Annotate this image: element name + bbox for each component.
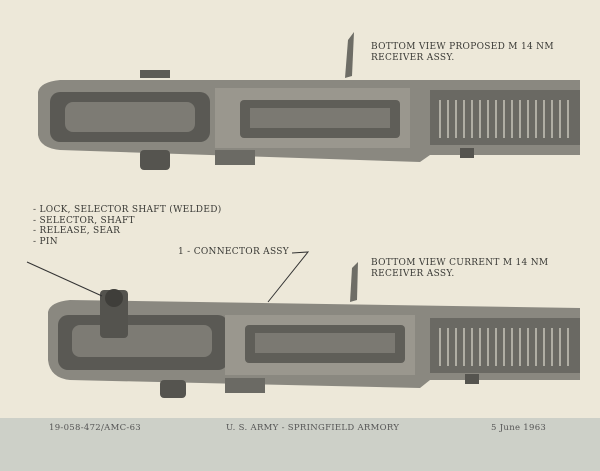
- parts-list: - LOCK, SELECTOR SHAFT (WELDED) - SELECT…: [33, 205, 222, 247]
- bottom-caption-line1: BOTTOM VIEW CURRENT M 14 NM: [371, 258, 549, 268]
- parts-list-item: - RELEASE, SEAR: [33, 226, 121, 236]
- connector-leader-line: [267, 251, 310, 303]
- top-caption-line1: BOTTOM VIEW PROPOSED M 14 NM: [371, 42, 554, 52]
- connector-label: 1 - CONNECTOR ASSY: [178, 247, 289, 257]
- bottom-caption: BOTTOM VIEW CURRENT M 14 NM RECEIVER ASS…: [371, 258, 548, 280]
- parts-list-item: - PIN: [33, 236, 58, 247]
- photograph: BOTTOM VIEW PROPOSED M 14 NM RECEIVER AS…: [26, 32, 580, 398]
- footer-reference: 19-058-472/AMC-63: [49, 423, 142, 433]
- bottom-caption-line2: RECEIVER ASSY.: [371, 269, 455, 279]
- parts-list-item: - LOCK, SELECTOR SHAFT (WELDED): [33, 205, 222, 215]
- top-caption: BOTTOM VIEW PROPOSED M 14 NM RECEIVER AS…: [371, 42, 554, 64]
- parts-list-item: - SELECTOR, SHAFT: [33, 215, 135, 226]
- proposed-receiver-image: [38, 32, 580, 170]
- parts-leader-line: [26, 261, 103, 297]
- footer-organization: U. S. ARMY - SPRINGFIELD ARMORY: [226, 423, 400, 433]
- footer-date: 5 June 1963: [491, 423, 547, 433]
- current-receiver-image: [48, 262, 580, 398]
- receiver-photos: [26, 32, 580, 398]
- top-caption-line2: RECEIVER ASSY.: [371, 53, 455, 63]
- footer: 19-058-472/AMC-63 U. S. ARMY - SPRINGFIE…: [0, 418, 600, 471]
